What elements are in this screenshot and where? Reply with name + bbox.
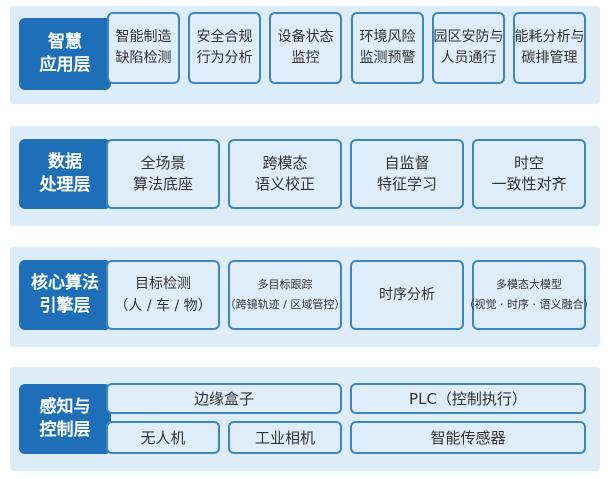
module-multimodal-large-model: 多模态大模型 （视觉 · 时序 · 语义融合）: [464, 260, 595, 330]
module-label: 监控: [291, 50, 320, 66]
module-label: 时序分析: [379, 287, 435, 303]
module-label: 边缘盒子: [193, 389, 254, 408]
module-label: 缺陷检测: [115, 50, 172, 66]
module-label: 目标检测: [135, 276, 191, 292]
module-label: （视觉 · 时序 · 语义融合）: [463, 298, 595, 311]
layer-title-line: 引擎层: [39, 296, 91, 316]
module-label: （人 / 车 / 物）: [114, 298, 212, 314]
module-label: 设备状态: [277, 29, 334, 45]
module-label: 安全合规: [196, 29, 253, 45]
module-label: 人员通行: [440, 50, 497, 66]
module-label: 跨模态: [262, 154, 308, 172]
module-spatiotemporal-alignment: 时空 一致性对齐: [472, 139, 586, 209]
module-label: 时空: [513, 154, 544, 172]
module-label: 智能传感器: [430, 428, 506, 447]
module-label: 碳排管理: [521, 50, 578, 66]
module-label: 多目标跟踪: [257, 278, 313, 291]
module-temporal-analysis: 时序分析: [350, 260, 464, 330]
module-campus-security: 园区安防与 人员通行: [432, 12, 505, 84]
layer-title: 核心算法 引擎层: [19, 260, 111, 330]
layer-title-line: 处理层: [39, 175, 91, 195]
module-label: 语义校正: [254, 175, 315, 193]
module-defect-detection: 智能制造 缺陷检测: [107, 12, 180, 84]
module-label: 自监督: [384, 154, 430, 172]
layer-title: 智慧 应用层: [19, 18, 111, 90]
module-label: 一致性对齐: [491, 175, 567, 193]
module-label: 无人机: [140, 428, 186, 447]
module-label: 环境风险: [359, 29, 416, 45]
layer-title-line: 数据: [48, 152, 82, 172]
layer-title-line: 智慧: [48, 32, 82, 52]
module-multi-object-tracking: 多目标跟踪 （跨镜轨迹 / 区域管控）: [225, 260, 345, 330]
module-label: 工业相机: [254, 428, 315, 447]
module-plc: PLC（控制执行）: [350, 383, 586, 414]
layer-title-line: 控制层: [39, 420, 91, 440]
layer-title: 感知与 控制层: [19, 384, 111, 454]
layer-core-algorithm: 核心算法 引擎层 目标检测 （人 / 车 / 物） 多目标跟踪 （跨镜轨迹 / …: [10, 247, 600, 347]
module-equipment-monitoring: 设备状态 监控: [269, 12, 342, 84]
layer-title: 数据 处理层: [19, 139, 111, 209]
module-label: （跨镜轨迹 / 区域管控）: [224, 298, 346, 311]
layer-perception-control: 感知与 控制层 边缘盒子 PLC（控制执行） 无人机 工业相机 智能传感器: [10, 367, 600, 471]
layer-title-line: 感知与: [39, 397, 91, 417]
module-label: 多模态大模型: [496, 278, 562, 291]
module-label: 算法底座: [132, 175, 193, 193]
module-industrial-camera: 工业相机: [228, 421, 342, 454]
module-label: 能耗分析与: [514, 29, 585, 45]
module-label: PLC（控制执行）: [409, 389, 527, 408]
module-safety-compliance: 安全合规 行为分析: [188, 12, 261, 84]
layer-title-line: 应用层: [39, 55, 91, 75]
module-drone: 无人机: [106, 421, 220, 454]
module-self-supervised-learning: 自监督 特征学习: [350, 139, 464, 209]
module-label: 监测预警: [359, 50, 416, 66]
layer-title-line: 核心算法: [31, 273, 99, 293]
module-energy-carbon: 能耗分析与 碳排管理: [513, 12, 586, 84]
module-smart-sensor: 智能传感器: [350, 421, 586, 454]
module-edge-box: 边缘盒子: [106, 383, 342, 414]
layer-application: 智慧 应用层 智能制造 缺陷检测 安全合规 行为分析 设备状态 监控 环境风险 …: [10, 6, 600, 104]
module-environment-risk: 环境风险 监测预警: [351, 12, 424, 84]
module-label: 全场景: [140, 154, 186, 172]
module-object-detection: 目标检测 （人 / 车 / 物）: [106, 260, 220, 330]
module-label: 特征学习: [376, 175, 437, 193]
module-label: 智能制造: [115, 29, 172, 45]
module-label: 行为分析: [196, 50, 253, 66]
module-label: 园区安防与: [433, 29, 504, 45]
module-scenario-algorithm-base: 全场景 算法底座: [106, 139, 220, 209]
layer-data-processing: 数据 处理层 全场景 算法底座 跨模态 语义校正 自监督 特征学习 时空 一致性…: [10, 126, 600, 226]
module-cross-modal-correction: 跨模态 语义校正: [228, 139, 342, 209]
